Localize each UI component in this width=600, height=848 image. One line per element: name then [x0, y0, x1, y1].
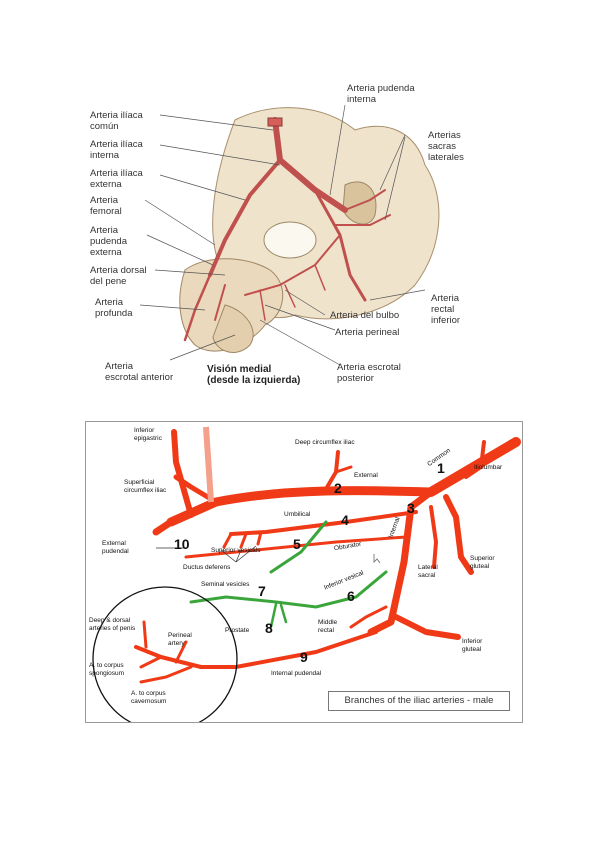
scrotum-shape — [212, 304, 254, 353]
label-external-pudendal: External pudendal — [102, 540, 129, 555]
label-inferior-gluteal: Inferior gluteal — [462, 638, 483, 653]
label-femoral: Arteria femoral — [90, 195, 122, 217]
label-superior-gluteal: Superior gluteal — [470, 555, 495, 570]
label-external: External — [354, 472, 378, 479]
label-umbilical: Umbilical — [284, 511, 311, 518]
label-dorsal-pene: Arteria dorsal del pene — [90, 265, 147, 287]
diagram-caption: Branches of the iliac arteries - male — [328, 691, 510, 711]
label-corpus-cavernosum: A. to corpus cavernosum — [131, 690, 167, 705]
label-middle-rectal: Middle rectal — [318, 619, 338, 634]
label-escrotal-anterior: Arteria escrotal anterior — [105, 361, 174, 383]
marker-8: 8 — [265, 620, 273, 636]
artery-schematic — [92, 426, 521, 722]
sacrum-shape — [342, 181, 377, 225]
marker-4: 4 — [341, 512, 349, 528]
label-pudenda-interna: Arteria pudenda interna — [347, 83, 415, 105]
common-iliac-cut — [267, 117, 283, 127]
marker-3: 3 — [407, 500, 415, 516]
label-bulbo: Arteria del bulbo — [330, 310, 400, 321]
iliac-branches-diagram: Inferior epigastric Deep circumflex ilia… — [85, 421, 523, 723]
label-deep-circumflex: Deep circumflex iliac — [295, 439, 355, 446]
label-superior-vesicals: Superior vesicals — [211, 547, 261, 554]
pelvis-drawing — [139, 104, 440, 366]
label-vision-medial: Visión medial (desde la izquierda) — [207, 364, 301, 386]
label-ductus-deferens: Ductus deferens — [183, 564, 231, 571]
label-deep-dorsal: Deep & dorsal arteries of penis — [89, 617, 136, 632]
label-perineal-artery: Perineal artery — [168, 632, 192, 647]
green-arteries — [189, 520, 388, 629]
leader-lines-2 — [156, 545, 257, 563]
label-iliaca-externa: Arteria ilíaca externa — [90, 168, 143, 190]
anatomy-illustration: Arteria ilíaca común Arteria ilíaca inte… — [85, 75, 495, 400]
marker-9: 9 — [300, 649, 308, 665]
cursor-icon — [373, 554, 381, 564]
label-profunda: Arteria profunda — [95, 297, 133, 319]
red-arteries — [134, 429, 521, 684]
label-escrotal-posterior: Arteria escrotal posterior — [337, 362, 401, 384]
marker-2: 2 — [334, 480, 342, 496]
marker-6: 6 — [347, 588, 355, 604]
arteries — [183, 117, 391, 342]
label-inferior-epigastric: Inferior epigastric — [134, 427, 162, 442]
label-prostate: Prostate — [225, 627, 250, 634]
penis-shape — [179, 258, 284, 352]
marker-5: 5 — [293, 536, 301, 552]
label-iliaca-interna: Arteria ilíaca interna — [90, 139, 143, 161]
marker-7: 7 — [258, 583, 266, 599]
label-iliolumbar: Iliolumbar — [474, 464, 503, 471]
label-iliaca-comun: Arteria ilíaca común — [90, 110, 143, 132]
label-lateral-sacral: Lateral sacral — [418, 564, 438, 579]
label-perineal: Arteria perineal — [335, 327, 400, 338]
marker-1: 1 — [437, 460, 445, 476]
label-seminal-vesicles: Seminal vesicles — [201, 581, 250, 588]
inferior-epigastric-vessel — [203, 426, 214, 503]
label-superficial-circumflex: Superficial circumflex iliac — [124, 479, 167, 494]
marker-10: 10 — [174, 536, 190, 552]
label-pudenda-externa: Arteria pudenda externa — [90, 225, 127, 258]
label-internal-pudendal: Internal pudendal — [271, 670, 322, 677]
penis-region-circle — [92, 586, 238, 722]
label-rectal-inferior: Arteria rectal inferior — [431, 293, 461, 326]
label-sacras-laterales: Arterias sacras laterales — [428, 130, 464, 163]
label-corpus-spongiosum: A. to corpus spongiosum — [89, 662, 125, 677]
obturator-foramen — [263, 221, 317, 259]
leader-lines — [139, 104, 426, 366]
